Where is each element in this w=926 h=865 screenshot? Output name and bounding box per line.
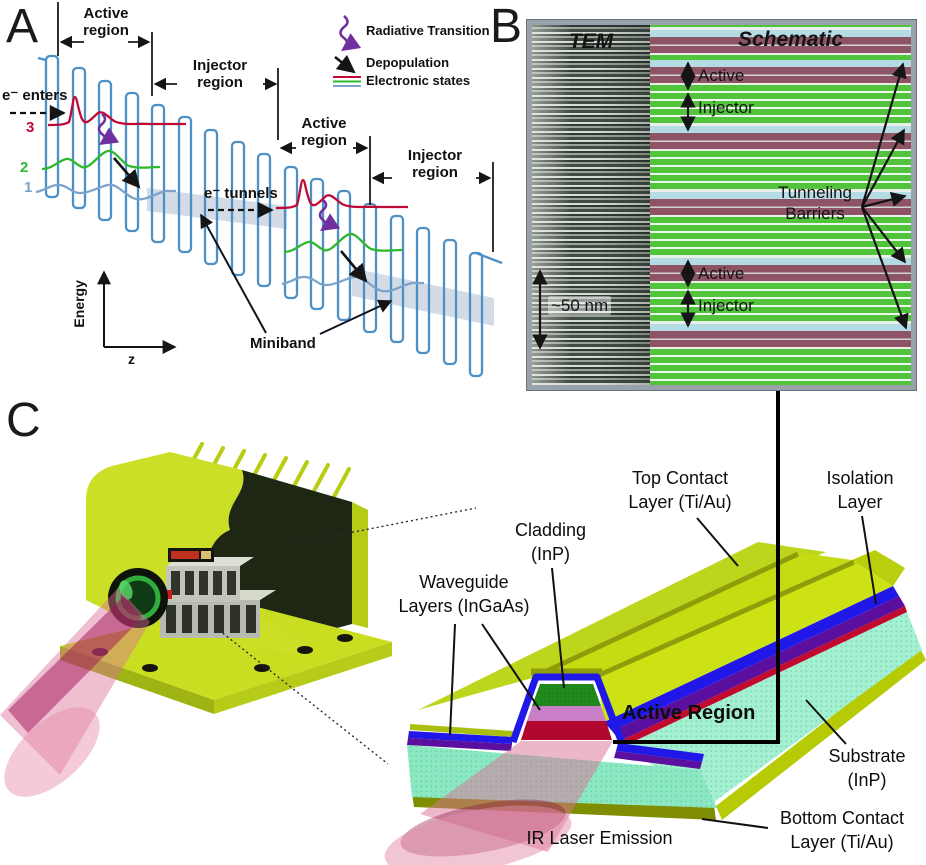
- waveguide-line2: Layers (InGaAs): [398, 596, 530, 617]
- bottom-contact-label: Bottom Contact Layer (Ti/Au): [760, 806, 924, 855]
- top-contact-line2: Layer (Ti/Au): [628, 492, 732, 513]
- active-region-label-1: Active region: [83, 5, 129, 39]
- ir-laser-emission-label: IR Laser Emission: [526, 828, 673, 848]
- quantum-well-barriers: [37, 54, 503, 378]
- top-contact-back-cap: [852, 550, 905, 586]
- package-base-front-left: [60, 646, 214, 714]
- ridge-facet: [509, 668, 626, 745]
- active-layer-side: [620, 606, 907, 747]
- electron-tunnels-label: e⁻ tunnels: [204, 185, 278, 202]
- waveguide-layer-side: [612, 596, 905, 741]
- legend-electronic-states: Electronic states: [366, 73, 471, 88]
- substrate-label: Substrate (InP): [812, 744, 922, 793]
- ridge-top: [536, 552, 852, 674]
- electron-enters-label: e⁻ enters: [2, 87, 68, 104]
- zoom-dotted-lines: [214, 507, 477, 765]
- waveguide-label: Waveguide Layers (InGaAs): [388, 570, 540, 619]
- depopulation-arrows: [113, 157, 368, 283]
- laser-package: [0, 442, 392, 797]
- z-axis-label: z: [128, 351, 135, 367]
- tunneling-barrier-arrows: [860, 62, 909, 330]
- package-right-wall: [352, 502, 368, 628]
- cladding-line1: Cladding: [514, 520, 587, 540]
- isolation-layer-label: Isolation Layer: [810, 466, 910, 515]
- legend-depopulation: Depopulation: [366, 55, 450, 70]
- package-base-front-right: [214, 642, 392, 714]
- qcl-chip-3d: [384, 542, 926, 865]
- wavefunctions: [35, 95, 424, 293]
- substrate-line1: Substrate: [828, 746, 906, 766]
- isolation-front-right: [616, 743, 704, 762]
- energy-z-axes: [97, 270, 177, 354]
- waveguide-pink-core: [527, 706, 606, 721]
- panel-a-letter: A: [6, 0, 39, 53]
- active-region-label: Active Region: [622, 702, 756, 724]
- schematic-title: Schematic: [737, 28, 844, 51]
- legend-radiative-transition: Radiative Transition: [366, 23, 490, 38]
- top-contact-front-band: [410, 724, 513, 737]
- panel-b-arrows: [532, 61, 696, 350]
- cladding-line2: (InP): [530, 544, 570, 565]
- tec-stack: [150, 548, 276, 638]
- top-contact-left-slope: [418, 542, 826, 710]
- top-contact-right-slope: [597, 560, 893, 722]
- isolation-line2: Layer: [837, 492, 883, 513]
- panel-b-letter: B: [490, 0, 523, 53]
- state-2-label: 2: [20, 159, 29, 176]
- bottom-contact-line2: Layer (Ti/Au): [790, 832, 894, 853]
- bottom-contact-line1: Bottom Contact: [779, 808, 905, 828]
- depopulation-arrow-icon: [334, 54, 356, 74]
- injector-region-label-2: Injector region: [407, 147, 463, 181]
- tem-title: TEM: [568, 30, 614, 53]
- substrate-line2: (InP): [847, 770, 887, 791]
- isolation-line1: Isolation: [826, 468, 894, 488]
- miniband-shades: [147, 188, 494, 326]
- top-contact-line1: Top Contact: [631, 468, 729, 488]
- waveguide-front-right: [614, 751, 702, 769]
- active-layer-label-bottom: Active: [698, 264, 745, 283]
- isolation-front-left: [408, 731, 513, 744]
- chip-leader-lines: [449, 515, 877, 829]
- state-3-label: 3: [26, 119, 35, 136]
- package-beam: [0, 588, 150, 797]
- miniband-label: Miniband: [250, 335, 316, 352]
- energy-axis-label: Energy: [71, 280, 88, 328]
- tunneling-barriers-label: Tunneling Barriers: [777, 183, 853, 224]
- active-region-connector: [613, 391, 780, 744]
- isolation-layer-side: [604, 586, 899, 731]
- ir-laser-beam: [384, 741, 613, 865]
- injector-layer-label-top: Injector: [698, 98, 754, 117]
- radiative-transition-arrows: [97, 113, 341, 232]
- cladding-label: Cladding (InP): [498, 518, 603, 567]
- panel-c-letter: C: [6, 394, 41, 447]
- injector-region-label-1: Injector region: [192, 57, 248, 91]
- top-contact-label: Top Contact Layer (Ti/Au): [600, 466, 760, 515]
- electron-flow-dashed-arrows: [10, 104, 274, 219]
- active-region-label-2: Active region: [301, 115, 347, 149]
- bottom-contact-far: [716, 648, 926, 820]
- waveguide-line1: Waveguide: [419, 572, 509, 592]
- legend-icons: [333, 15, 362, 87]
- injector-layer-label-bottom: Injector: [698, 296, 754, 315]
- region-brackets: [57, 2, 494, 252]
- state-1-label: 1: [24, 179, 33, 196]
- radiative-transition-squiggle-icon: [339, 15, 362, 52]
- active-layer-label-top: Active: [698, 66, 745, 85]
- tem-image: [532, 25, 650, 385]
- miniband-arrows: [200, 213, 393, 335]
- scale-bar-label: ~50 nm: [548, 296, 612, 316]
- waveguide-front-left: [407, 738, 512, 751]
- electronic-states-lines-icon: [333, 76, 361, 87]
